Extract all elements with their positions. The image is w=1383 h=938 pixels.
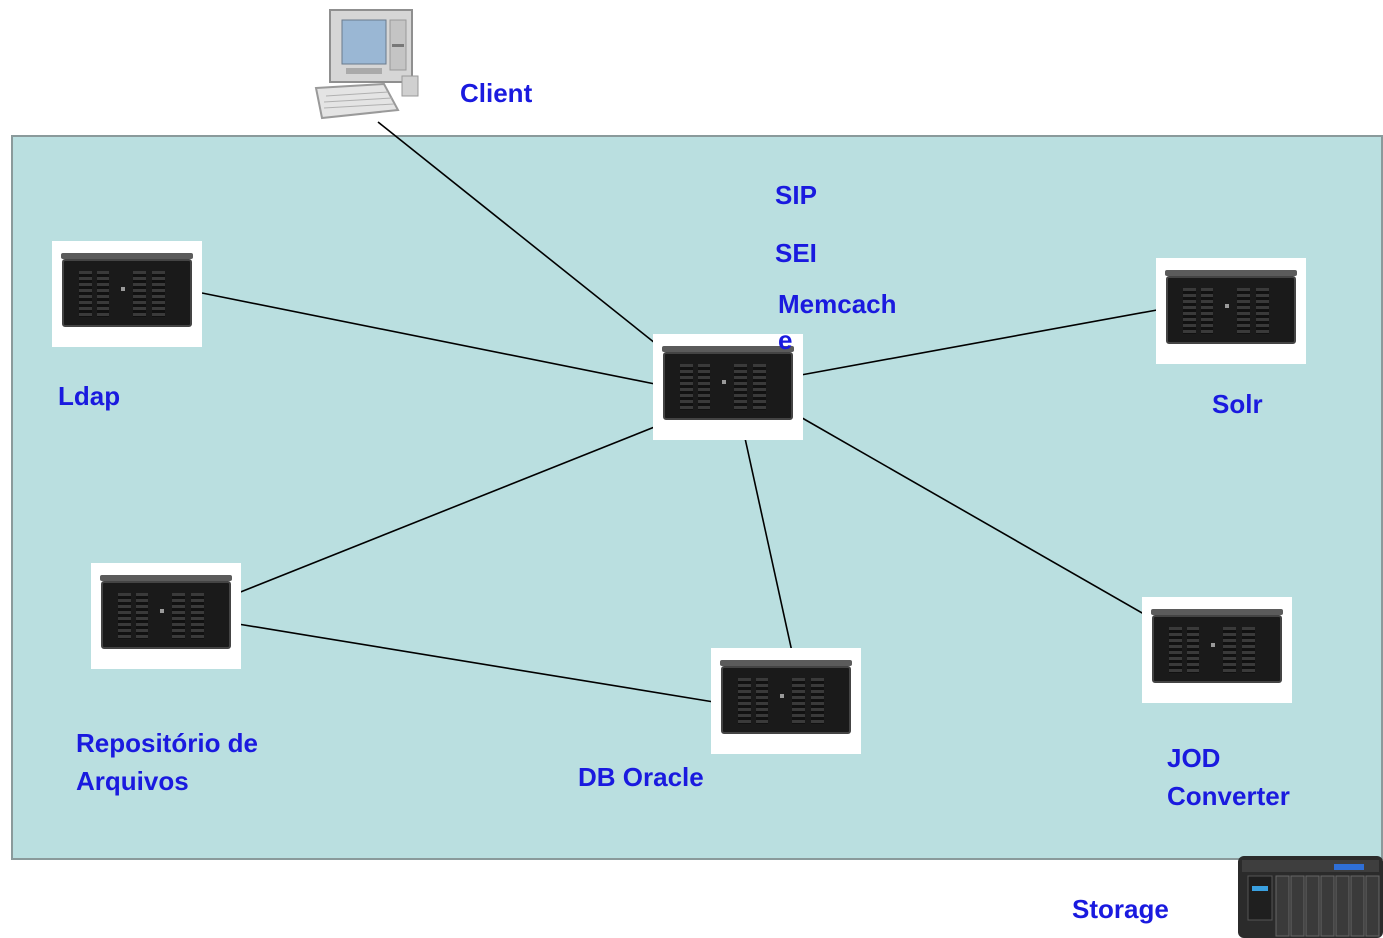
jod-converter-server: [1142, 597, 1292, 703]
repositorio-label: Repositório de Arquivos: [76, 728, 259, 796]
jod-converter-label: JOD Converter: [1167, 743, 1290, 811]
server-icon: [100, 575, 232, 649]
ldap-label: Ldap: [58, 381, 121, 411]
link-solr-central: [789, 309, 1158, 378]
ldap-server: [52, 241, 202, 347]
sei-label: SEI: [775, 238, 817, 268]
server-icon: [720, 660, 852, 734]
server-icon: [61, 253, 193, 327]
solr-label: Solr: [1212, 389, 1263, 419]
client-label: Client: [460, 78, 533, 108]
server-icon: [1151, 609, 1283, 683]
link-jod-central: [789, 410, 1171, 630]
link-repositorio-dboracle: [237, 623, 721, 704]
storage-device-icon: [1238, 856, 1383, 938]
storage-label: Storage: [1072, 894, 1169, 924]
server-icon: [662, 346, 794, 420]
link-repositorio-central: [237, 417, 678, 594]
repositorio-server: [91, 563, 241, 669]
server-icon: [1165, 270, 1297, 344]
sip-label: SIP: [775, 180, 817, 210]
solr-server: [1156, 258, 1306, 364]
db-oracle-label: DB Oracle: [578, 762, 704, 792]
network-area: [11, 135, 1383, 860]
link-ldap-central: [201, 292, 656, 385]
client-pc-icon: [314, 9, 419, 120]
link-dboracle-central: [740, 419, 797, 671]
central-server: [653, 334, 803, 440]
link-client-central: [377, 121, 686, 368]
db-oracle-server: [711, 648, 861, 754]
memcache-label: Memcach e: [778, 289, 897, 355]
